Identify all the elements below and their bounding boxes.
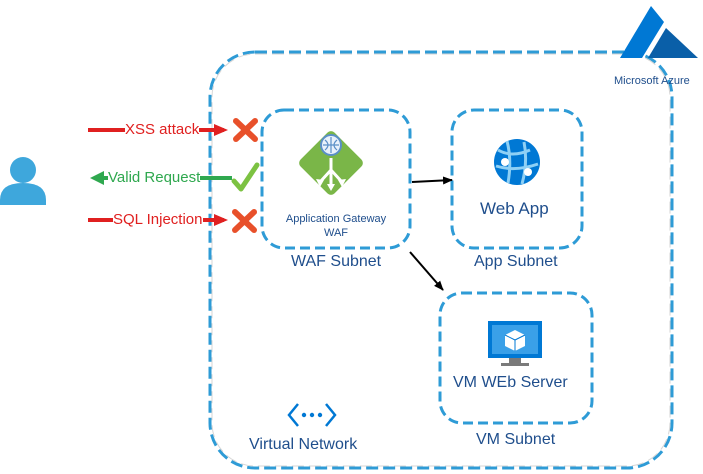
app-subnet-boundary — [450, 108, 584, 250]
block-cross-icon — [232, 209, 257, 233]
waf-subnet-boundary — [260, 108, 412, 250]
xss-attack-label: XSS attack — [125, 121, 200, 138]
gateway-title: Application Gateway — [285, 213, 387, 225]
waf-subnet-label: WAF Subnet — [291, 253, 382, 270]
vm-web-server-label: VM WEb Server — [453, 374, 568, 391]
azure-logo-icon — [620, 6, 698, 58]
flow-arrow-vm — [409, 251, 444, 291]
web-app-label: Web App — [480, 199, 549, 218]
web-app-icon — [494, 139, 540, 185]
application-gateway-icon — [299, 131, 363, 195]
user-icon — [0, 157, 46, 205]
block-cross-icon — [233, 118, 258, 142]
virtual-network-boundary — [208, 50, 674, 470]
virtual-machine-icon — [488, 321, 542, 366]
sql-injection-label: SQL Injection — [113, 211, 203, 228]
gateway-subtitle: WAF — [323, 227, 349, 239]
valid-request-label: Valid Request — [108, 169, 201, 186]
virtual-network-label: Virtual Network — [249, 436, 358, 453]
vm-subnet-boundary — [438, 291, 594, 425]
flow-arrow-webapp — [411, 176, 453, 185]
vm-subnet-label: VM Subnet — [476, 431, 556, 448]
app-subnet-label: App Subnet — [474, 253, 558, 270]
allow-check-icon — [231, 162, 260, 192]
brand-label: Microsoft Azure — [614, 75, 690, 87]
virtual-network-icon — [287, 403, 337, 427]
